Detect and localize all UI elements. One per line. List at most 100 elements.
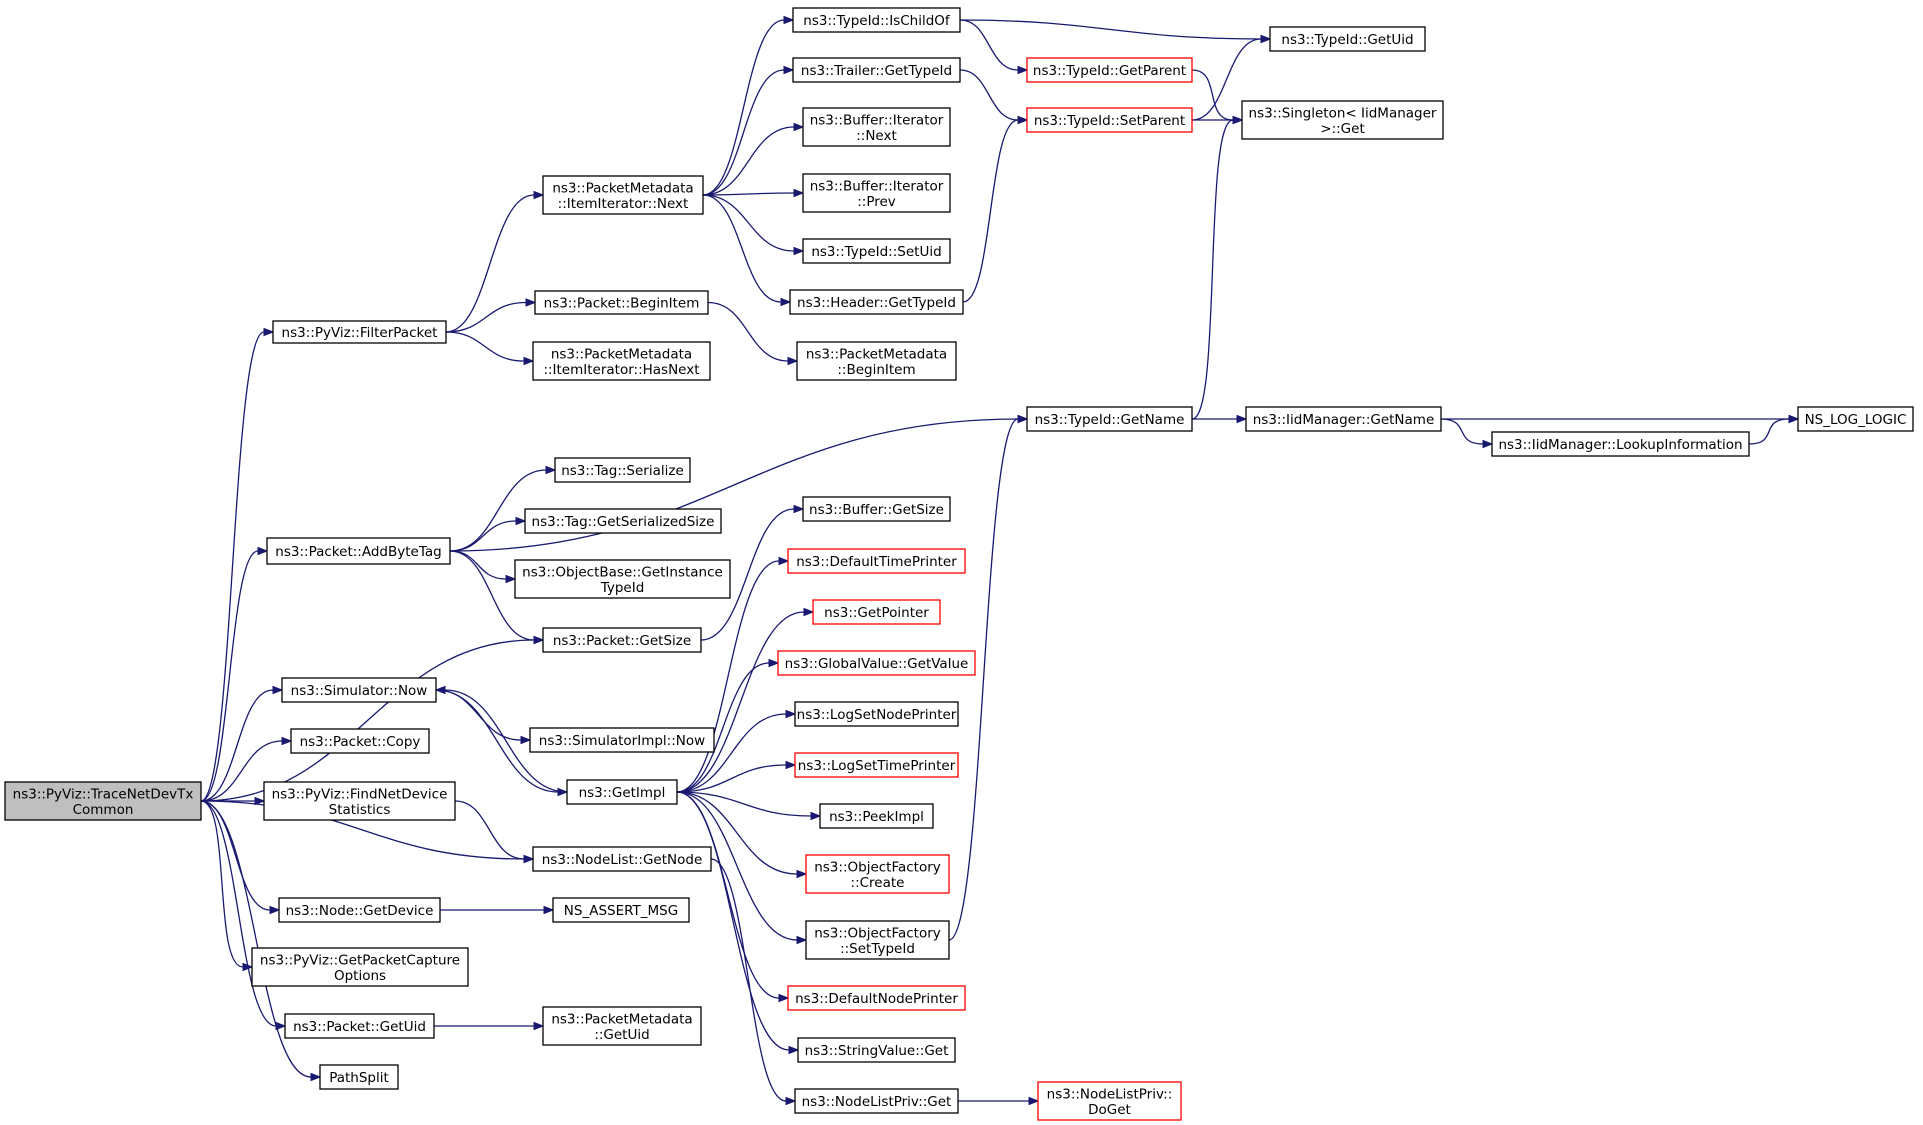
arrowhead-icon xyxy=(1017,115,1029,125)
node-nodelistprivdoget[interactable]: ns3::NodeListPriv::DoGet xyxy=(1037,1081,1182,1121)
node-label: ::GetUid xyxy=(594,1027,649,1043)
node-typeidgetname[interactable]: ns3::TypeId::GetName xyxy=(1026,406,1193,432)
arrowhead-icon xyxy=(520,735,532,745)
node-iidmgrlookup[interactable]: ns3::IidManager::LookupInformation xyxy=(1491,431,1750,457)
arrowhead-icon xyxy=(263,327,275,337)
node-label: ns3::Packet::BeginItem xyxy=(544,296,700,312)
node-simnow[interactable]: ns3::Simulator::Now xyxy=(281,677,437,703)
arrowhead-icon xyxy=(1028,1096,1040,1106)
edge-filterpacket-to-packetbeginitem xyxy=(445,301,527,333)
edge-getimpl-to-deftimeprinter xyxy=(676,560,780,793)
node-label: TypeId xyxy=(600,580,645,596)
edge-pmitnext-to-bufitnext xyxy=(702,126,795,196)
arrowhead-icon xyxy=(269,905,281,915)
node-box xyxy=(542,1006,702,1046)
node-taggetsersize[interactable]: ns3::Tag::GetSerializedSize xyxy=(524,508,722,534)
arrowhead-icon xyxy=(793,504,805,514)
node-globalvalgetvalue[interactable]: ns3::GlobalValue::GetValue xyxy=(777,650,976,676)
node-layer: ns3::PyViz::TraceNetDevTxCommonns3::PyVi… xyxy=(4,7,1914,1121)
node-label: ::Prev xyxy=(857,194,896,210)
edge-getimpl-to-objfactsettypeid xyxy=(676,791,798,941)
node-box xyxy=(263,781,456,821)
node-objfactcreate[interactable]: ns3::ObjectFactory::Create xyxy=(805,854,950,894)
node-pmgetuid[interactable]: ns3::PacketMetadata::GetUid xyxy=(542,1006,702,1046)
node-label: ns3::Packet::Copy xyxy=(300,734,421,750)
arrowhead-icon xyxy=(785,709,797,719)
node-logsettimeprinter[interactable]: ns3::LogSetTimePrinter xyxy=(794,752,959,778)
node-box xyxy=(812,599,941,625)
node-pmithasnext[interactable]: ns3::PacketMetadata::ItemIterator::HasNe… xyxy=(532,341,711,381)
node-box xyxy=(794,752,959,778)
node-label: ns3::PacketMetadata xyxy=(551,346,692,362)
node-simimplnow[interactable]: ns3::SimulatorImpl::Now xyxy=(529,727,715,753)
node-nodelistgetnode[interactable]: ns3::NodeList::GetNode xyxy=(532,846,712,872)
node-box xyxy=(534,290,709,315)
node-typeidgetuid[interactable]: ns3::TypeId::GetUid xyxy=(1269,26,1426,52)
node-nsloglogic[interactable]: NS_LOG_LOGIC xyxy=(1797,406,1914,432)
node-trailergettypeid[interactable]: ns3::Trailer::GetTypeId xyxy=(792,57,961,83)
node-getimpl[interactable]: ns3::GetImpl xyxy=(566,779,678,805)
node-label: ns3::TypeId::GetName xyxy=(1035,412,1185,428)
node-addbytetag[interactable]: ns3::Packet::AddByteTag xyxy=(266,537,451,565)
node-label: ns3::TypeId::SetUid xyxy=(811,244,941,260)
edge-typeidgetparent-to-singletonget xyxy=(1191,69,1234,121)
node-typeidischildof[interactable]: ns3::TypeId::IsChildOf xyxy=(792,7,961,33)
node-filterpacket[interactable]: ns3::PyViz::FilterPacket xyxy=(272,320,447,344)
arrowhead-icon xyxy=(533,1021,545,1031)
node-packetbeginitem[interactable]: ns3::Packet::BeginItem xyxy=(534,290,709,315)
arrowhead-icon xyxy=(785,760,797,770)
node-stringvalueget[interactable]: ns3::StringValue::Get xyxy=(797,1037,956,1063)
node-peekimpl[interactable]: ns3::PeekImpl xyxy=(819,803,934,829)
node-pathsplit[interactable]: PathSplit xyxy=(319,1064,399,1090)
node-tagserialize[interactable]: ns3::Tag::Serialize xyxy=(554,457,691,483)
arrowhead-icon xyxy=(785,1096,797,1106)
node-iidmgrgetname[interactable]: ns3::IidManager::GetName xyxy=(1245,406,1442,432)
node-label: ns3::TypeId::SetParent xyxy=(1034,113,1185,129)
node-bufitprev[interactable]: ns3::Buffer::Iterator::Prev xyxy=(802,173,951,213)
edge-addbytetag-to-typeidgetname xyxy=(449,418,1019,552)
node-bufitnext[interactable]: ns3::Buffer::Iterator::Next xyxy=(802,107,951,147)
node-box xyxy=(802,107,951,147)
edge-getimpl-to-defnodeprinter xyxy=(676,791,780,999)
node-buffergetsize[interactable]: ns3::Buffer::GetSize xyxy=(802,496,951,522)
node-objfactsettypeid[interactable]: ns3::ObjectFactory::SetTypeId xyxy=(805,920,950,960)
node-nsassertmsg[interactable]: NS_ASSERT_MSG xyxy=(552,897,690,923)
node-label: Options xyxy=(334,968,386,984)
node-pmitnext[interactable]: ns3::PacketMetadata::ItemIterator::Next xyxy=(542,175,704,215)
node-box xyxy=(532,341,711,381)
node-box xyxy=(281,677,437,703)
node-box xyxy=(319,1064,399,1090)
edge-iidmgrgetname-to-iidmgrlookup xyxy=(1440,418,1484,445)
node-typeidsetuid[interactable]: ns3::TypeId::SetUid xyxy=(802,238,951,264)
node-pmbeginitem[interactable]: ns3::PacketMetadata::BeginItem xyxy=(796,341,957,381)
arrowhead-icon xyxy=(1260,34,1272,44)
node-packetgetuid[interactable]: ns3::Packet::GetUid xyxy=(284,1013,435,1039)
node-deftimeprinter[interactable]: ns3::DefaultTimePrinter xyxy=(787,548,966,574)
node-typeidsetparent[interactable]: ns3::TypeId::SetParent xyxy=(1026,107,1193,133)
node-defnodeprinter[interactable]: ns3::DefaultNodePrinter xyxy=(787,985,966,1011)
node-packetgetsize[interactable]: ns3::Packet::GetSize xyxy=(542,627,702,653)
node-singletonget[interactable]: ns3::Singleton< IidManager >::Get xyxy=(1241,100,1444,140)
node-typeidgetparent[interactable]: ns3::TypeId::GetParent xyxy=(1026,57,1193,83)
node-label: ns3::DefaultTimePrinter xyxy=(796,554,957,570)
arrowhead-icon xyxy=(778,993,790,1003)
node-box xyxy=(290,728,430,754)
node-packetcopy[interactable]: ns3::Packet::Copy xyxy=(290,728,430,754)
edge-filterpacket-to-pmitnext xyxy=(445,194,535,333)
node-nodelistprivget[interactable]: ns3::NodeListPriv::Get xyxy=(794,1088,959,1114)
edge-typeidischildof-to-typeidgetuid xyxy=(959,19,1262,40)
edge-addbytetag-to-objbasegetinst xyxy=(449,550,507,580)
node-logsetnodeprinter[interactable]: ns3::LogSetNodePrinter xyxy=(794,701,959,727)
node-nodegetdevice[interactable]: ns3::Node::GetDevice xyxy=(278,897,441,923)
node-getpointer[interactable]: ns3::GetPointer xyxy=(812,599,941,625)
node-headergettypeid[interactable]: ns3::Header::GetTypeId xyxy=(789,289,964,315)
node-label: Statistics xyxy=(329,802,391,818)
node-box xyxy=(777,650,976,676)
edge-getimpl-to-globalvalgetvalue xyxy=(676,662,770,793)
edge-addbytetag-to-taggetsersize xyxy=(449,520,517,552)
